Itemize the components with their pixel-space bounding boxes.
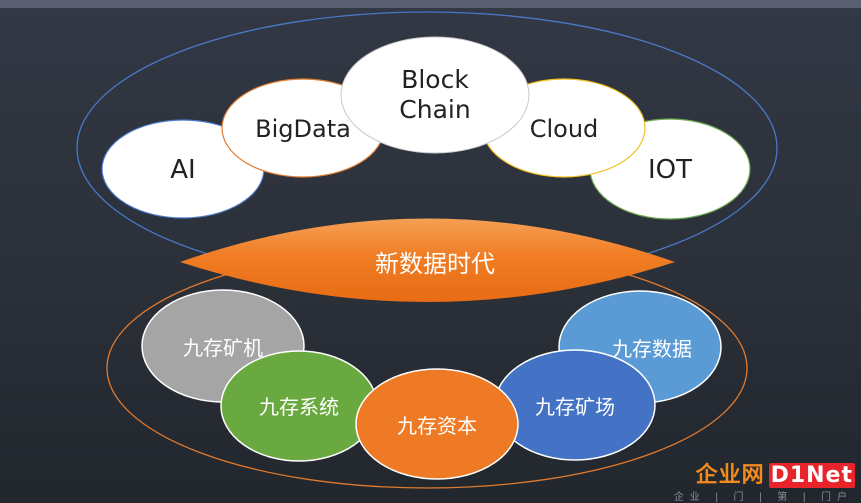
- node-kuangchang-label: 九存矿场: [535, 395, 615, 419]
- node-xitong: 九存系统: [220, 350, 378, 462]
- node-kuangchang: 九存矿场: [494, 349, 656, 461]
- node-shuju-label: 九存数据: [612, 337, 692, 361]
- node-blockchain-line1: Block: [401, 65, 469, 94]
- top-band: [0, 0, 861, 8]
- center-label: 新数据时代: [375, 250, 495, 278]
- node-cloud-label: Cloud: [530, 115, 599, 143]
- watermark-sub: 企业 | 门 | 第 | 门户: [673, 492, 853, 503]
- node-bigdata-label: BigData: [255, 115, 351, 143]
- node-kuangji-label: 九存矿机: [183, 336, 263, 360]
- watermark-main: 企业网: [695, 463, 765, 488]
- watermark-brand: D1Net: [768, 463, 855, 488]
- node-xitong-label: 九存系统: [259, 395, 339, 419]
- center-lens: [180, 218, 675, 302]
- node-ziben-label: 九存资本: [397, 414, 477, 438]
- node-blockchain: Block Chain: [340, 36, 530, 154]
- node-ai: AI: [101, 119, 265, 219]
- node-iot-label: IOT: [648, 155, 692, 185]
- node-ai-label: AI: [170, 155, 195, 185]
- node-ziben: 九存资本: [355, 368, 519, 480]
- node-blockchain-line2: Chain: [399, 95, 470, 124]
